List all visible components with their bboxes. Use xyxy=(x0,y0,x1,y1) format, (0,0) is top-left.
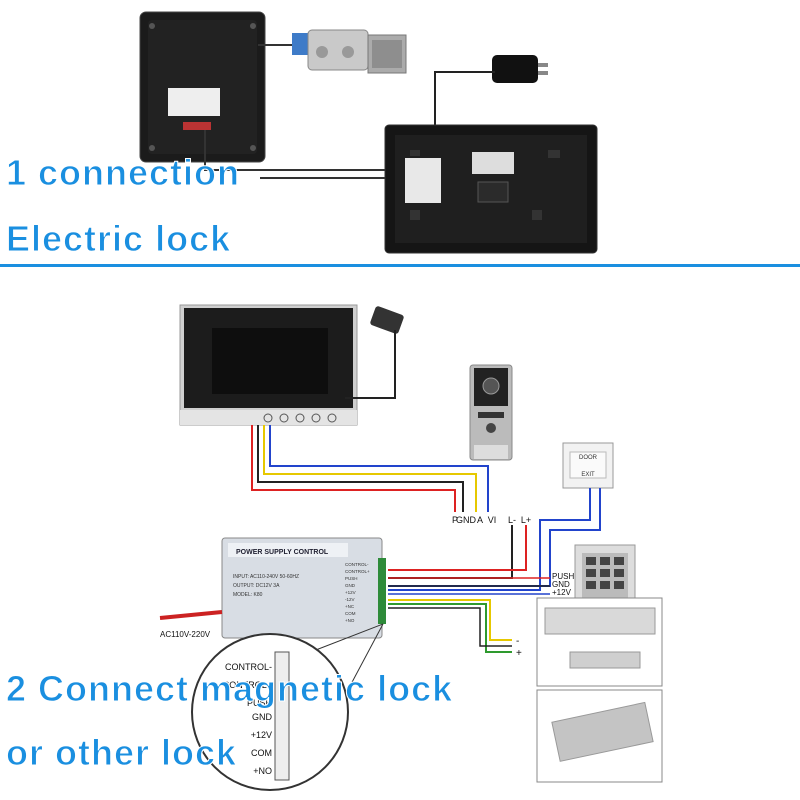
output-sign-minus: - xyxy=(516,636,519,647)
psu-model: MODEL: K80 xyxy=(233,592,263,598)
lock-label-minus: L- xyxy=(508,515,516,525)
psu-terminal-2: PUSH xyxy=(345,576,358,581)
psu-input: INPUT: AC110-240V 50-60HZ xyxy=(233,574,299,580)
section-divider xyxy=(0,264,800,267)
electric-lock xyxy=(292,29,407,74)
indoor-monitor-back xyxy=(384,124,598,254)
zoom-terminal-6: +NO xyxy=(253,766,272,776)
keypad xyxy=(574,544,636,608)
exit-exit-label: EXIT xyxy=(581,472,595,478)
keypad-label-gnd: GND xyxy=(552,580,570,589)
section1-title-line2: Electric lock xyxy=(5,218,232,260)
section2-title-line1: 2 Connect magnetic lock xyxy=(5,668,454,710)
psu-terminal-0: CONTROL- xyxy=(345,562,369,567)
zoom-terminal-2: PUSH xyxy=(247,698,272,708)
psu-brand: POWER SUPPLY CONTROL xyxy=(236,549,329,556)
terminal-label-gnd: GND xyxy=(456,515,477,525)
power-supply-box xyxy=(221,537,386,639)
ac-label: AC110V-220V xyxy=(160,630,211,639)
camera-unit-back xyxy=(139,11,266,163)
lock-label-plus: L+ xyxy=(521,515,531,525)
exit-button xyxy=(562,442,614,489)
terminal-label-a: A xyxy=(477,515,483,525)
indoor-monitor-front xyxy=(179,304,358,426)
psu-output: OUTPUT: DC12V 3A xyxy=(233,583,280,589)
output-sign-plus: + xyxy=(516,648,522,659)
psu-terminal-1: CONTROL+ xyxy=(345,569,370,574)
psu-terminal-4: +12V xyxy=(345,590,356,595)
magnetic-lock xyxy=(536,597,663,687)
zoom-terminal-3: GND xyxy=(252,712,273,722)
terminal-label-vi: VI xyxy=(488,515,497,525)
zoom-terminal-4: +12V xyxy=(251,730,272,740)
terminal-label-p: P xyxy=(452,515,458,525)
psu-terminal-3: GND xyxy=(345,583,356,588)
bolt-lock xyxy=(536,689,663,783)
zoom-terminal-0: CONTROL- xyxy=(225,662,272,672)
psu-terminal-7: COM xyxy=(345,611,356,616)
power-adapter-1 xyxy=(492,55,548,83)
zoom-terminal-5: COM xyxy=(251,748,272,758)
power-adapter-2 xyxy=(370,306,404,334)
zoom-circle xyxy=(191,633,349,791)
psu-terminal-8: +NO xyxy=(345,618,355,623)
psu-terminal-5: -12V xyxy=(345,597,355,602)
section2-title-line2: or other lock xyxy=(5,732,238,774)
outdoor-camera xyxy=(469,364,513,461)
keypad-label-push: PUSH xyxy=(552,572,574,581)
psu-terminal-6: +NC xyxy=(345,604,355,609)
section1-title-line1: 1 connection xyxy=(5,152,241,194)
keypad-label-12v: +12V xyxy=(552,588,572,597)
zoom-terminal-1: CONTROL+ xyxy=(223,680,272,690)
exit-door-label: DOOR xyxy=(579,455,598,461)
